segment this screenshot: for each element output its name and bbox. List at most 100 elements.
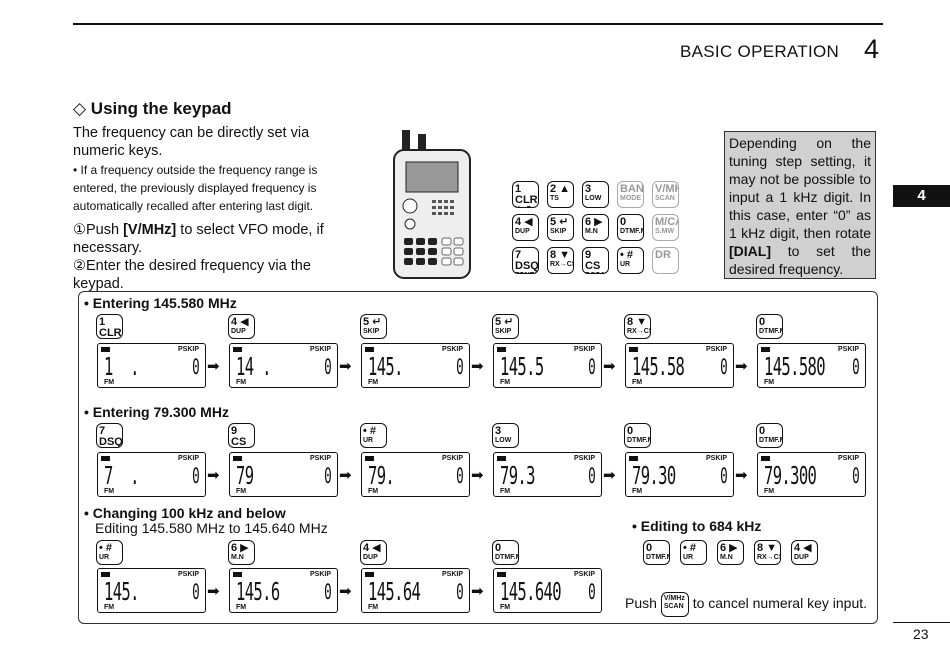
key-main-label: 9 CS [231,425,247,448]
key-main-label: DR [655,249,671,261]
arrow-right-icon: ➡ [603,467,616,484]
key-sub-label: V⇔D [515,206,536,207]
key-button: 5 ↵SKIP [492,314,519,339]
pskip-indicator: PSKIP [309,571,331,578]
signal-indicator [233,456,242,461]
arrow-right-icon: ➡ [339,583,352,600]
pskip-indicator: PSKIP [573,346,595,353]
key-sub-label: RX→CS [757,554,781,561]
pskip-indicator: PSKIP [441,346,463,353]
arrow-right-icon: ➡ [603,358,616,375]
sub-digit: 0 [456,464,464,488]
sub-digit: 0 [324,464,332,488]
key-button: 8 ▼RX→CS [547,247,574,274]
key-button: 8 ▼RX→CS [624,314,651,339]
frequency-readout: 79.300 [764,461,817,490]
key-sub-label: UR [620,261,631,268]
key-sub-label: LOW [495,437,512,444]
key-button: 5 ↵SKIP [360,314,387,339]
tuning-step-note: Depending on the tuning step setting, it… [724,131,876,279]
key-sub-label: T.SCAN [585,272,608,273]
group-title: • Changing 100 kHz and below [84,505,286,521]
frequency-readout: 145.64 [368,577,421,606]
sub-digit: 0 [588,464,596,488]
signal-indicator [233,572,242,577]
key-main-label: 1 CLR [99,316,122,339]
pskip-indicator: PSKIP [177,571,199,578]
signal-indicator [497,347,506,352]
key-sub-label: TS [550,195,559,202]
key-main-label: 0 [759,316,766,328]
mode-indicator: FM [500,379,511,386]
frequency-readout: 145. [368,352,403,381]
pskip-indicator: PSKIP [705,346,727,353]
sub-digit: 0 [720,464,728,488]
mode-indicator: FM [104,488,115,495]
frequency-readout: 145.58 [632,352,685,381]
mode-indicator: FM [236,604,247,611]
pskip-indicator: PSKIP [441,571,463,578]
mode-indicator: FM [104,379,115,386]
page-number: 23 [913,626,929,642]
arrow-right-icon: ➡ [207,467,220,484]
key-button: 4 ◀DUP [360,540,387,565]
key-button: BANDMODE [617,181,644,208]
key-button: 7 DSQTONE [96,423,123,448]
key-main-label: BAND [620,183,644,195]
signal-indicator [365,347,374,352]
key-main-label: 0 [620,216,627,228]
signal-indicator [497,572,506,577]
mode-indicator: FM [500,604,511,611]
frequency-readout: 145. [104,577,139,606]
mode-indicator: FM [764,379,775,386]
arrow-right-icon: ➡ [471,467,484,484]
pskip-indicator: PSKIP [177,455,199,462]
pskip-indicator: PSKIP [837,346,859,353]
key-sub-label: DUP [363,554,378,561]
pskip-indicator: PSKIP [705,455,727,462]
key-main-label: 0 [759,425,766,437]
key-main-label: 4 ◀ [231,316,249,328]
key-sub-label: DTMF.M [627,437,651,444]
signal-indicator [365,572,374,577]
mode-indicator: FM [368,379,379,386]
key-sub-label: DTMF.M [620,228,644,235]
key-button: M/CALLS.MW [652,214,679,241]
step-1: ①Push [V/MHz] to select VFO mode, if nec… [73,222,324,256]
frequency-readout: 79.3 [500,461,535,490]
key-button: • #UR [96,540,123,565]
key-main-label: • # [363,425,377,437]
signal-indicator [101,347,110,352]
mode-indicator: FM [104,604,115,611]
frequency-readout: 145.6 [236,577,280,606]
signal-indicator [497,456,506,461]
frequency-readout: 7 . [104,461,139,490]
sub-digit: 0 [324,355,332,379]
pskip-indicator: PSKIP [177,346,199,353]
key-main-label: M/CALL [655,216,678,228]
key-button: 5 ↵SKIP [547,214,574,241]
key-sub-label: S.MW [655,228,675,235]
sub-digit: 0 [720,355,728,379]
key-button: 6 ▶M.N [582,214,609,241]
arrow-right-icon: ➡ [735,358,748,375]
key-button: 6 ▶M.N [717,540,744,565]
key-button: • #UR [680,540,707,565]
signal-indicator [629,456,638,461]
mode-indicator: FM [632,488,643,495]
sub-digit: 0 [456,355,464,379]
dial-key-ref: [DIAL] [729,243,771,259]
signal-indicator [761,347,770,352]
chapter-number: 4 [864,34,880,64]
key-sub-label: DUP [515,228,530,235]
key-sub-label: SCAN [655,195,675,202]
radio-illustration [393,130,471,279]
key-sub-label: TONE [515,272,536,273]
key-button: • #UR [360,423,387,448]
key-main-label: 7 DSQ [515,249,539,272]
